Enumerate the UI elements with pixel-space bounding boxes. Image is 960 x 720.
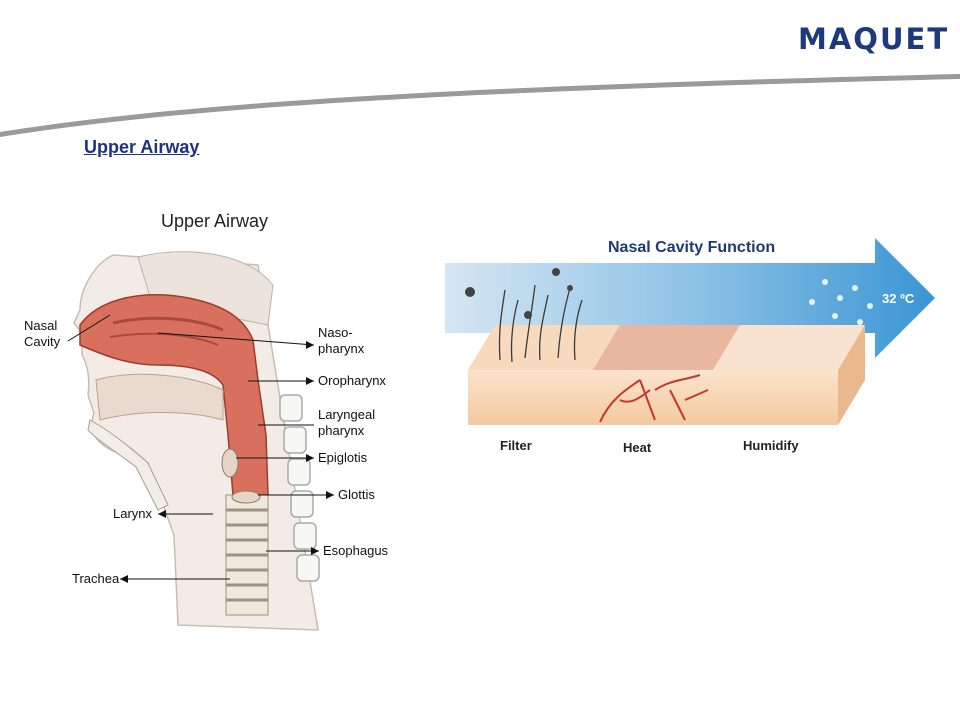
label-cavity: Cavity [24, 334, 61, 349]
temperature-label: 32 ºC [882, 291, 915, 306]
label-laryngeal: Laryngeal [318, 407, 375, 422]
label-filter: Filter [500, 438, 532, 453]
label-naso: Naso- [318, 325, 353, 340]
slide-title: Upper Airway [84, 137, 200, 157]
header-swoosh [0, 74, 960, 137]
label-nasal: Nasal [24, 318, 57, 333]
left-labels: Nasal Cavity Larynx Trachea [24, 314, 230, 586]
particles [465, 268, 573, 319]
label-laryngeal-pharynx: pharynx [318, 423, 365, 438]
label-larynx: Larynx [113, 506, 153, 521]
upper-airway-diagram: Upper Airway [18, 205, 408, 645]
nasal-pharynx-tissue [79, 294, 269, 496]
label-heat: Heat [623, 440, 652, 455]
label-pharynx: pharynx [318, 341, 365, 356]
label-humidify: Humidify [743, 438, 799, 453]
humidify-block [713, 325, 865, 425]
nasal-function-title: Nasal Cavity Function [608, 239, 775, 256]
label-esophagus: Esophagus [323, 543, 389, 558]
label-epiglotis: Epiglotis [318, 450, 368, 465]
water-droplets [809, 279, 873, 325]
label-glottis: Glottis [338, 487, 375, 502]
trachea [225, 494, 269, 616]
label-oropharynx: Oropharynx [318, 373, 386, 388]
maquet-logo: MAQUET [798, 22, 950, 56]
nasal-cavity-function-diagram: Nasal Cavity Function [440, 230, 940, 470]
diagram-title: Upper Airway [161, 211, 268, 231]
label-trachea: Trachea [72, 571, 120, 586]
spine [279, 394, 320, 582]
oral-cavity [95, 373, 224, 421]
right-labels: Naso- pharynx Oropharynx Laryngeal phary… [157, 325, 389, 558]
filter-hairs [498, 284, 583, 363]
